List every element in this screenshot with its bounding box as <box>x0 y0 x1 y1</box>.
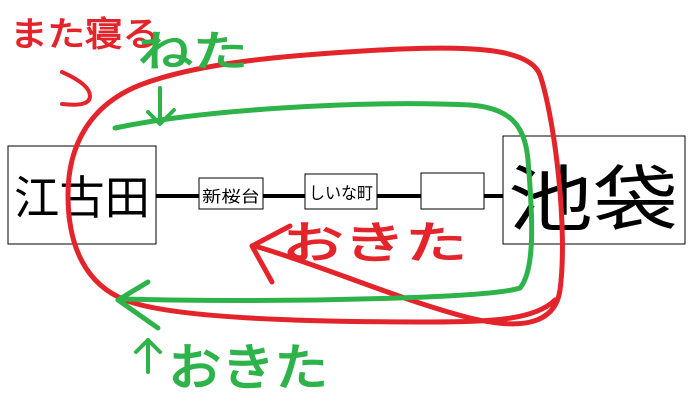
green-loop-stroke <box>112 101 535 303</box>
station-box-mid2 <box>304 173 378 210</box>
annotation-green-top: ねた <box>138 27 248 76</box>
station-name-mid2: しいな町 <box>309 184 373 204</box>
green-down-arrow <box>146 86 176 126</box>
red-arrow-head <box>249 223 293 285</box>
station-name-right: 池袋 <box>508 158 678 242</box>
green-up-arrow <box>134 338 162 374</box>
annotation-green-bottom: おきた <box>168 339 328 397</box>
station-name-mid1: 新桜台 <box>202 187 260 206</box>
station-box-left <box>7 145 157 245</box>
annotation-red-middle: おきた <box>282 218 467 269</box>
annotation-red-top: また寝る <box>10 15 160 55</box>
station-box-mid1 <box>198 177 264 210</box>
station-name-left: 江古田 <box>14 171 150 225</box>
green-arrow-head <box>115 279 161 331</box>
station-box-mid3 <box>420 172 485 210</box>
red-hook-stroke <box>60 70 93 107</box>
red-loop-stroke <box>65 45 565 327</box>
